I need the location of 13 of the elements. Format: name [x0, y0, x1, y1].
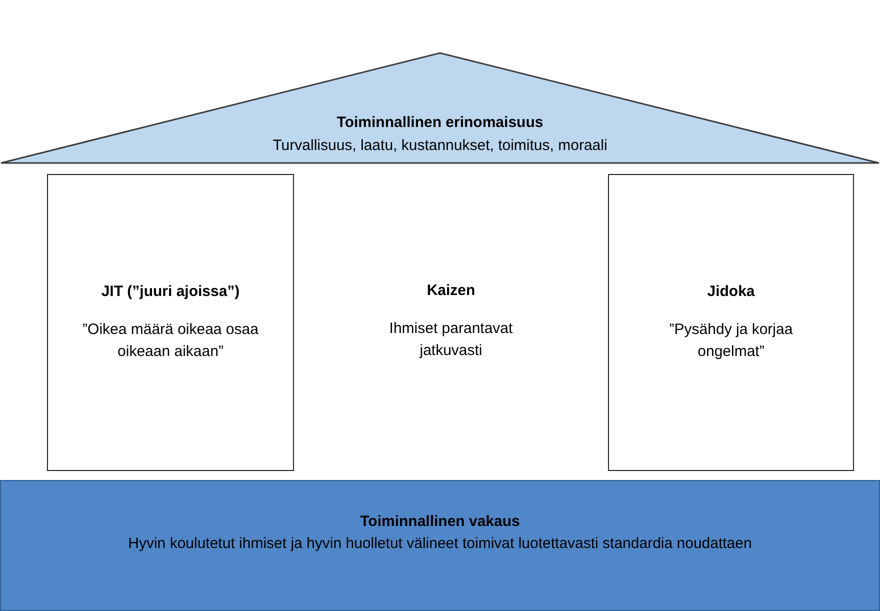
foundation-text: Hyvin koulutetut ihmiset ja hyvin huolletut välineet toimivat luotettavasti standardia noudattaen — [128, 534, 752, 554]
pillar-title: Jidoka — [707, 283, 755, 300]
pillar-title: Kaizen — [426, 282, 476, 299]
foundation-band — [0, 480, 880, 611]
pillar-text: ”Pysähdy ja korjaa ongelmat” — [668, 320, 794, 362]
pillar-title: JIT (”juuri ajoissa”) — [101, 283, 240, 300]
pillar-box — [47, 174, 294, 471]
pillar-box — [608, 174, 854, 471]
foundation-title: Toiminnallinen vakaus — [360, 513, 520, 530]
pillar-text: Ihmiset parantavat jatkuvasti — [388, 319, 514, 361]
roof-title: Toiminnallinen erinomaisuus — [336, 114, 544, 131]
roof-text: Turvallisuus, laatu, kustannukset, toimitus, moraali — [272, 136, 608, 156]
pillar-text: ”Oikea määrä oikeaa osaa oikeaan aikaan” — [82, 320, 260, 362]
